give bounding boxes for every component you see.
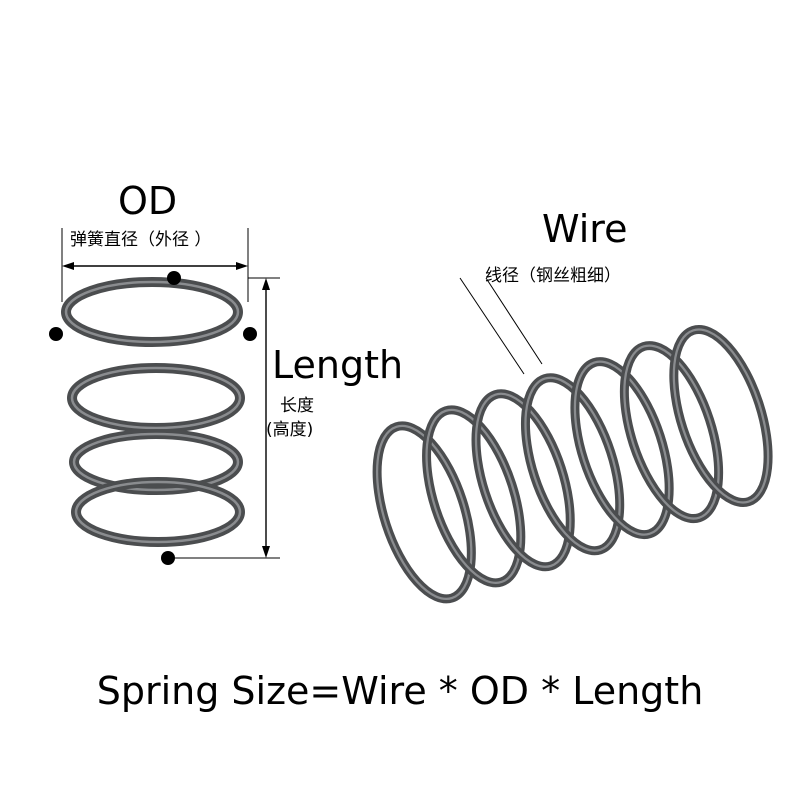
wire-title: Wire	[542, 207, 628, 251]
od-left-dot	[49, 327, 63, 341]
od-subtitle: 弹簧直径（外径 ）	[70, 230, 212, 250]
short-spring-coil-highlight	[74, 480, 242, 544]
od-top-dot	[167, 271, 181, 285]
length-title: Length	[272, 343, 404, 387]
long-spring-coil-highlight	[474, 392, 572, 568]
long-spring-coil-highlight	[524, 376, 621, 552]
od-right-dot	[243, 327, 257, 341]
short-spring-coil-highlight	[70, 366, 242, 430]
od-arrow-right	[236, 262, 248, 270]
long-spring-coil-highlight	[425, 408, 522, 584]
wire-subtitle: 线径（钢丝粗细）	[485, 266, 621, 286]
od-arrow-left	[62, 262, 74, 270]
long-spring-coil-highlight	[375, 424, 473, 601]
length-subtitle-line1: 长度	[280, 396, 314, 416]
wire-leader-line-2	[485, 277, 543, 365]
length-arrow-bottom	[262, 546, 270, 558]
short-spring-coil-highlight	[64, 280, 240, 344]
length-subtitle-line2: (高度)	[266, 420, 314, 440]
length-arrow-top	[262, 278, 270, 290]
wire-leader-line-1	[459, 277, 525, 375]
od-title: OD	[118, 179, 178, 223]
long-spring-coil-highlight	[623, 344, 720, 520]
long-spring-image	[372, 325, 773, 604]
long-spring-coil-highlight	[672, 328, 770, 504]
short-spring-image	[61, 277, 245, 547]
dimension-annotations	[49, 228, 543, 565]
long-spring-coil-highlight	[573, 360, 671, 536]
length-bottom-dot	[161, 551, 175, 565]
spring-size-formula: Spring Size=Wire * OD * Length	[96, 669, 704, 713]
short-spring-coil-highlight	[72, 432, 240, 492]
